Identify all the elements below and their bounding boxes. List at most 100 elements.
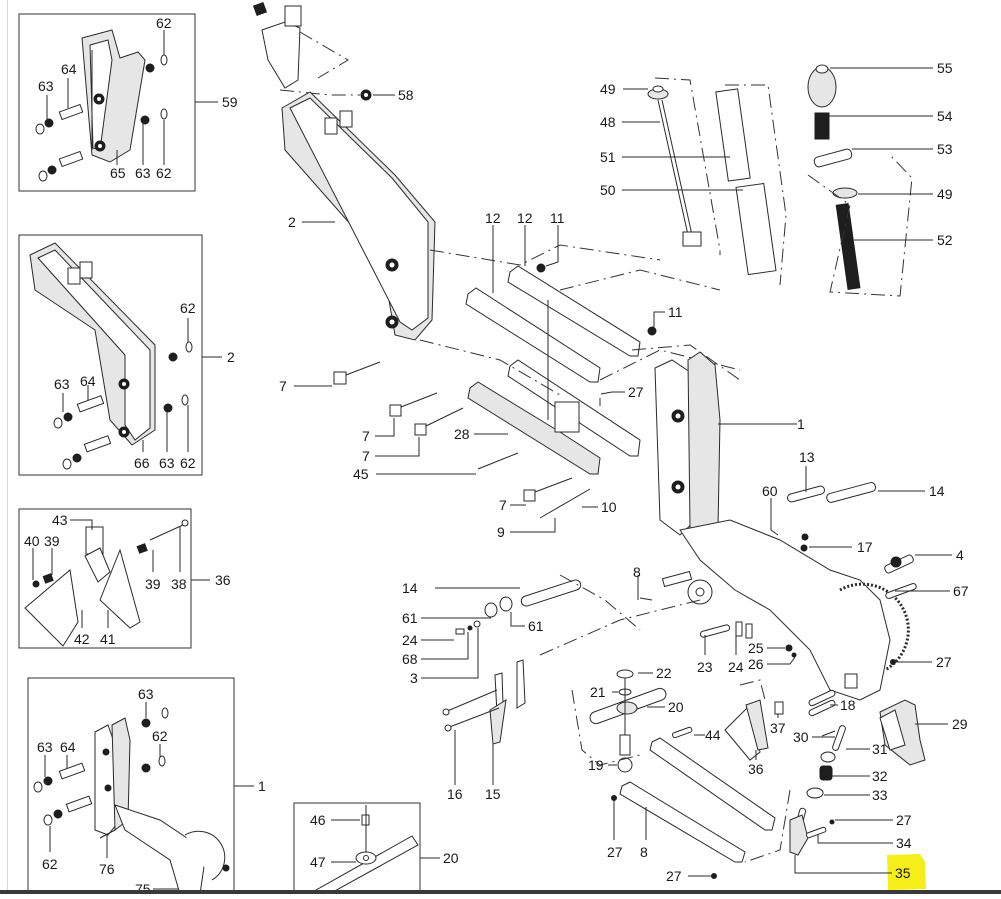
callout-11: 11 <box>668 304 683 320</box>
spring-50 <box>735 182 777 276</box>
callout-62: 62 <box>180 455 196 471</box>
callout-19: 19 <box>588 757 604 773</box>
highlight-marker <box>887 854 926 890</box>
callout-60: 60 <box>762 483 778 499</box>
callout-35-group[interactable]: 35 <box>794 854 926 890</box>
callout-41: 41 <box>100 631 116 647</box>
callout-42: 42 <box>74 631 90 647</box>
linkage-bars <box>333 244 741 519</box>
callout-27: 27 <box>628 384 644 400</box>
left-edge-rule <box>7 0 8 894</box>
main-frame-1 <box>631 344 910 701</box>
callout-20: 20 <box>668 699 684 715</box>
callout-27: 27 <box>896 812 912 828</box>
callout-8: 8 <box>633 564 641 580</box>
callout-39: 39 <box>44 533 60 549</box>
inset-2: 62 63 64 66 63 62 2 <box>18 234 235 476</box>
callout-12: 12 <box>517 210 533 226</box>
callout-50: 50 <box>600 182 616 198</box>
callout-62: 62 <box>156 15 172 31</box>
bottom-border <box>0 890 1001 894</box>
callout-31: 31 <box>872 741 888 757</box>
callout-7: 7 <box>279 378 287 394</box>
callout-63: 63 <box>138 686 154 702</box>
callout-7: 7 <box>499 497 507 513</box>
callout-14: 14 <box>929 483 945 499</box>
mount-15 <box>442 659 526 745</box>
callout-11: 11 <box>550 210 565 226</box>
callout-44: 44 <box>705 727 721 743</box>
inset-20: 46 47 20 <box>293 802 459 899</box>
callout-2: 2 <box>288 214 296 230</box>
callout-55: 55 <box>937 60 953 76</box>
callout-1: 1 <box>797 416 805 432</box>
callout-45: 45 <box>353 466 369 482</box>
callout-22: 22 <box>656 665 672 681</box>
callout-38: 38 <box>171 576 187 592</box>
callout-67: 67 <box>953 583 969 599</box>
callout-29: 29 <box>952 716 968 732</box>
callout-64: 64 <box>60 739 76 755</box>
shoe-36-main <box>724 679 784 761</box>
callout-66: 66 <box>134 455 150 471</box>
callout-34: 34 <box>896 835 912 851</box>
callout-64: 64 <box>80 373 96 389</box>
callout-32: 32 <box>872 768 888 784</box>
bracket-upper <box>261 21 301 89</box>
inset-2-frame <box>18 234 203 476</box>
bar-12-upper <box>507 265 641 357</box>
callout-16: 16 <box>447 786 463 802</box>
callout-54: 54 <box>937 108 953 124</box>
callout-62: 62 <box>42 856 58 872</box>
pivot-assembly <box>571 669 667 773</box>
callout-15: 15 <box>485 786 501 802</box>
callout-65: 65 <box>110 165 126 181</box>
callout-76: 76 <box>99 861 115 877</box>
callout-26: 26 <box>748 656 764 672</box>
callout-62: 62 <box>156 165 172 181</box>
callout-4: 4 <box>956 547 964 563</box>
callout-30: 30 <box>793 729 809 745</box>
callout-7: 7 <box>362 428 370 444</box>
callout-27: 27 <box>936 654 952 670</box>
callout-53: 53 <box>937 141 953 157</box>
callout-10: 10 <box>601 499 617 515</box>
callout-24: 24 <box>728 659 744 675</box>
callout-62: 62 <box>180 300 196 316</box>
inset-1: 63 63 64 62 62 76 75 1 <box>27 677 266 899</box>
callout-58: 58 <box>398 87 414 103</box>
callout-28: 28 <box>454 426 470 442</box>
callout-9: 9 <box>497 524 505 540</box>
callout-63: 63 <box>54 376 70 392</box>
callout-13: 13 <box>799 449 815 465</box>
callout-12: 12 <box>485 210 501 226</box>
long-bars <box>611 726 776 879</box>
callout-49: 49 <box>937 186 953 202</box>
callout-21: 21 <box>590 684 606 700</box>
callout-37: 37 <box>770 720 786 736</box>
assembly-callout-59: 59 <box>222 94 238 110</box>
callout-18: 18 <box>840 697 856 713</box>
callout-39: 39 <box>145 576 161 592</box>
frame-1-drawing <box>33 707 230 895</box>
callout-25: 25 <box>748 640 764 656</box>
callout-24: 24 <box>402 632 418 648</box>
callout-61: 61 <box>402 610 418 626</box>
callout-23: 23 <box>697 659 713 675</box>
callout-63: 63 <box>159 455 175 471</box>
callout-46: 46 <box>310 812 326 828</box>
bracket-assembly-right <box>744 689 926 863</box>
callout-63: 63 <box>38 78 54 94</box>
main-arm-2 <box>252 1 436 341</box>
callout-8: 8 <box>640 844 648 860</box>
callout-7: 7 <box>362 448 370 464</box>
spring-51 <box>715 88 751 182</box>
link-28 <box>467 381 601 475</box>
callout-33: 33 <box>872 787 888 803</box>
callout-62: 62 <box>152 728 168 744</box>
callout-17: 17 <box>857 539 873 555</box>
callout-27: 27 <box>607 844 623 860</box>
arm-2-drawing <box>29 242 193 470</box>
